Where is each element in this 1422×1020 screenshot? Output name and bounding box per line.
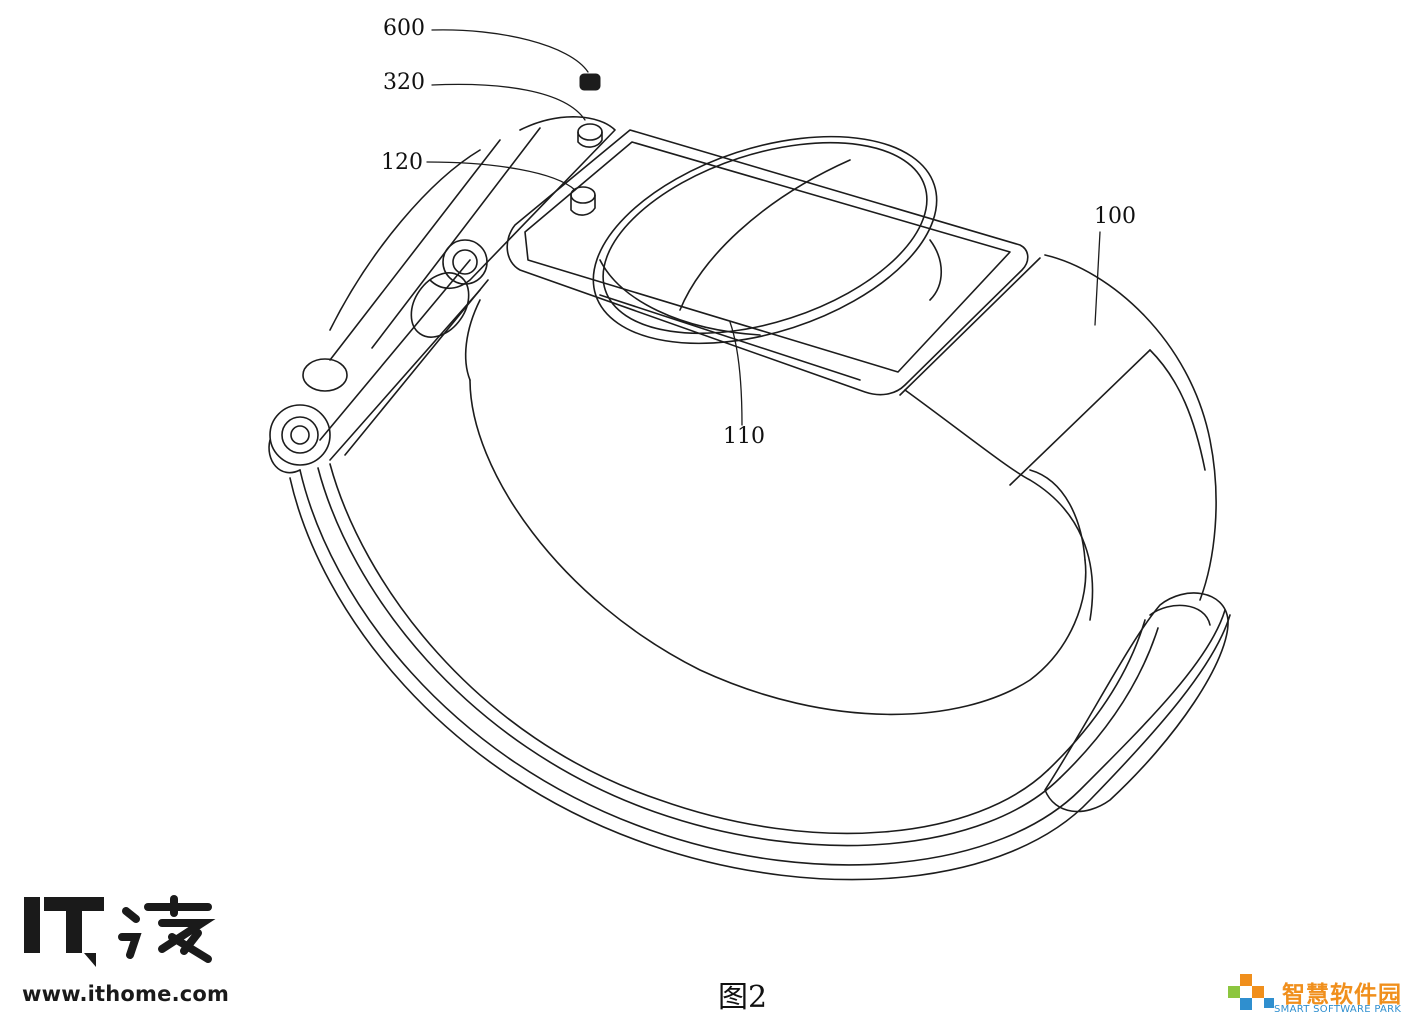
pins	[570, 123, 603, 216]
label-110: 110	[723, 424, 765, 449]
inner-oval	[464, 299, 1087, 716]
label-120: 120	[381, 150, 423, 175]
label-320: 320	[383, 70, 425, 95]
band-right-section	[899, 254, 1217, 621]
leader-lines	[426, 29, 1101, 426]
label-100: 100	[1094, 204, 1136, 229]
smart-software-park-subtitle: SMART SOFTWARE PARK	[1274, 1004, 1402, 1015]
ithome-url: www.ithome.com	[22, 982, 230, 1006]
buckle-block	[268, 116, 616, 474]
smart-software-park-name: 智慧软件园	[1282, 982, 1402, 1008]
component-600	[579, 73, 601, 91]
ithome-logo	[24, 895, 216, 967]
label-600: 600	[383, 16, 425, 41]
smart-software-park-logo	[1228, 974, 1274, 1010]
sensor-pod	[592, 135, 942, 345]
band-end-cap	[1044, 592, 1229, 813]
figure-caption: 图2	[718, 980, 768, 1015]
band-loop	[289, 463, 1231, 881]
sensor-frame	[506, 129, 1029, 396]
